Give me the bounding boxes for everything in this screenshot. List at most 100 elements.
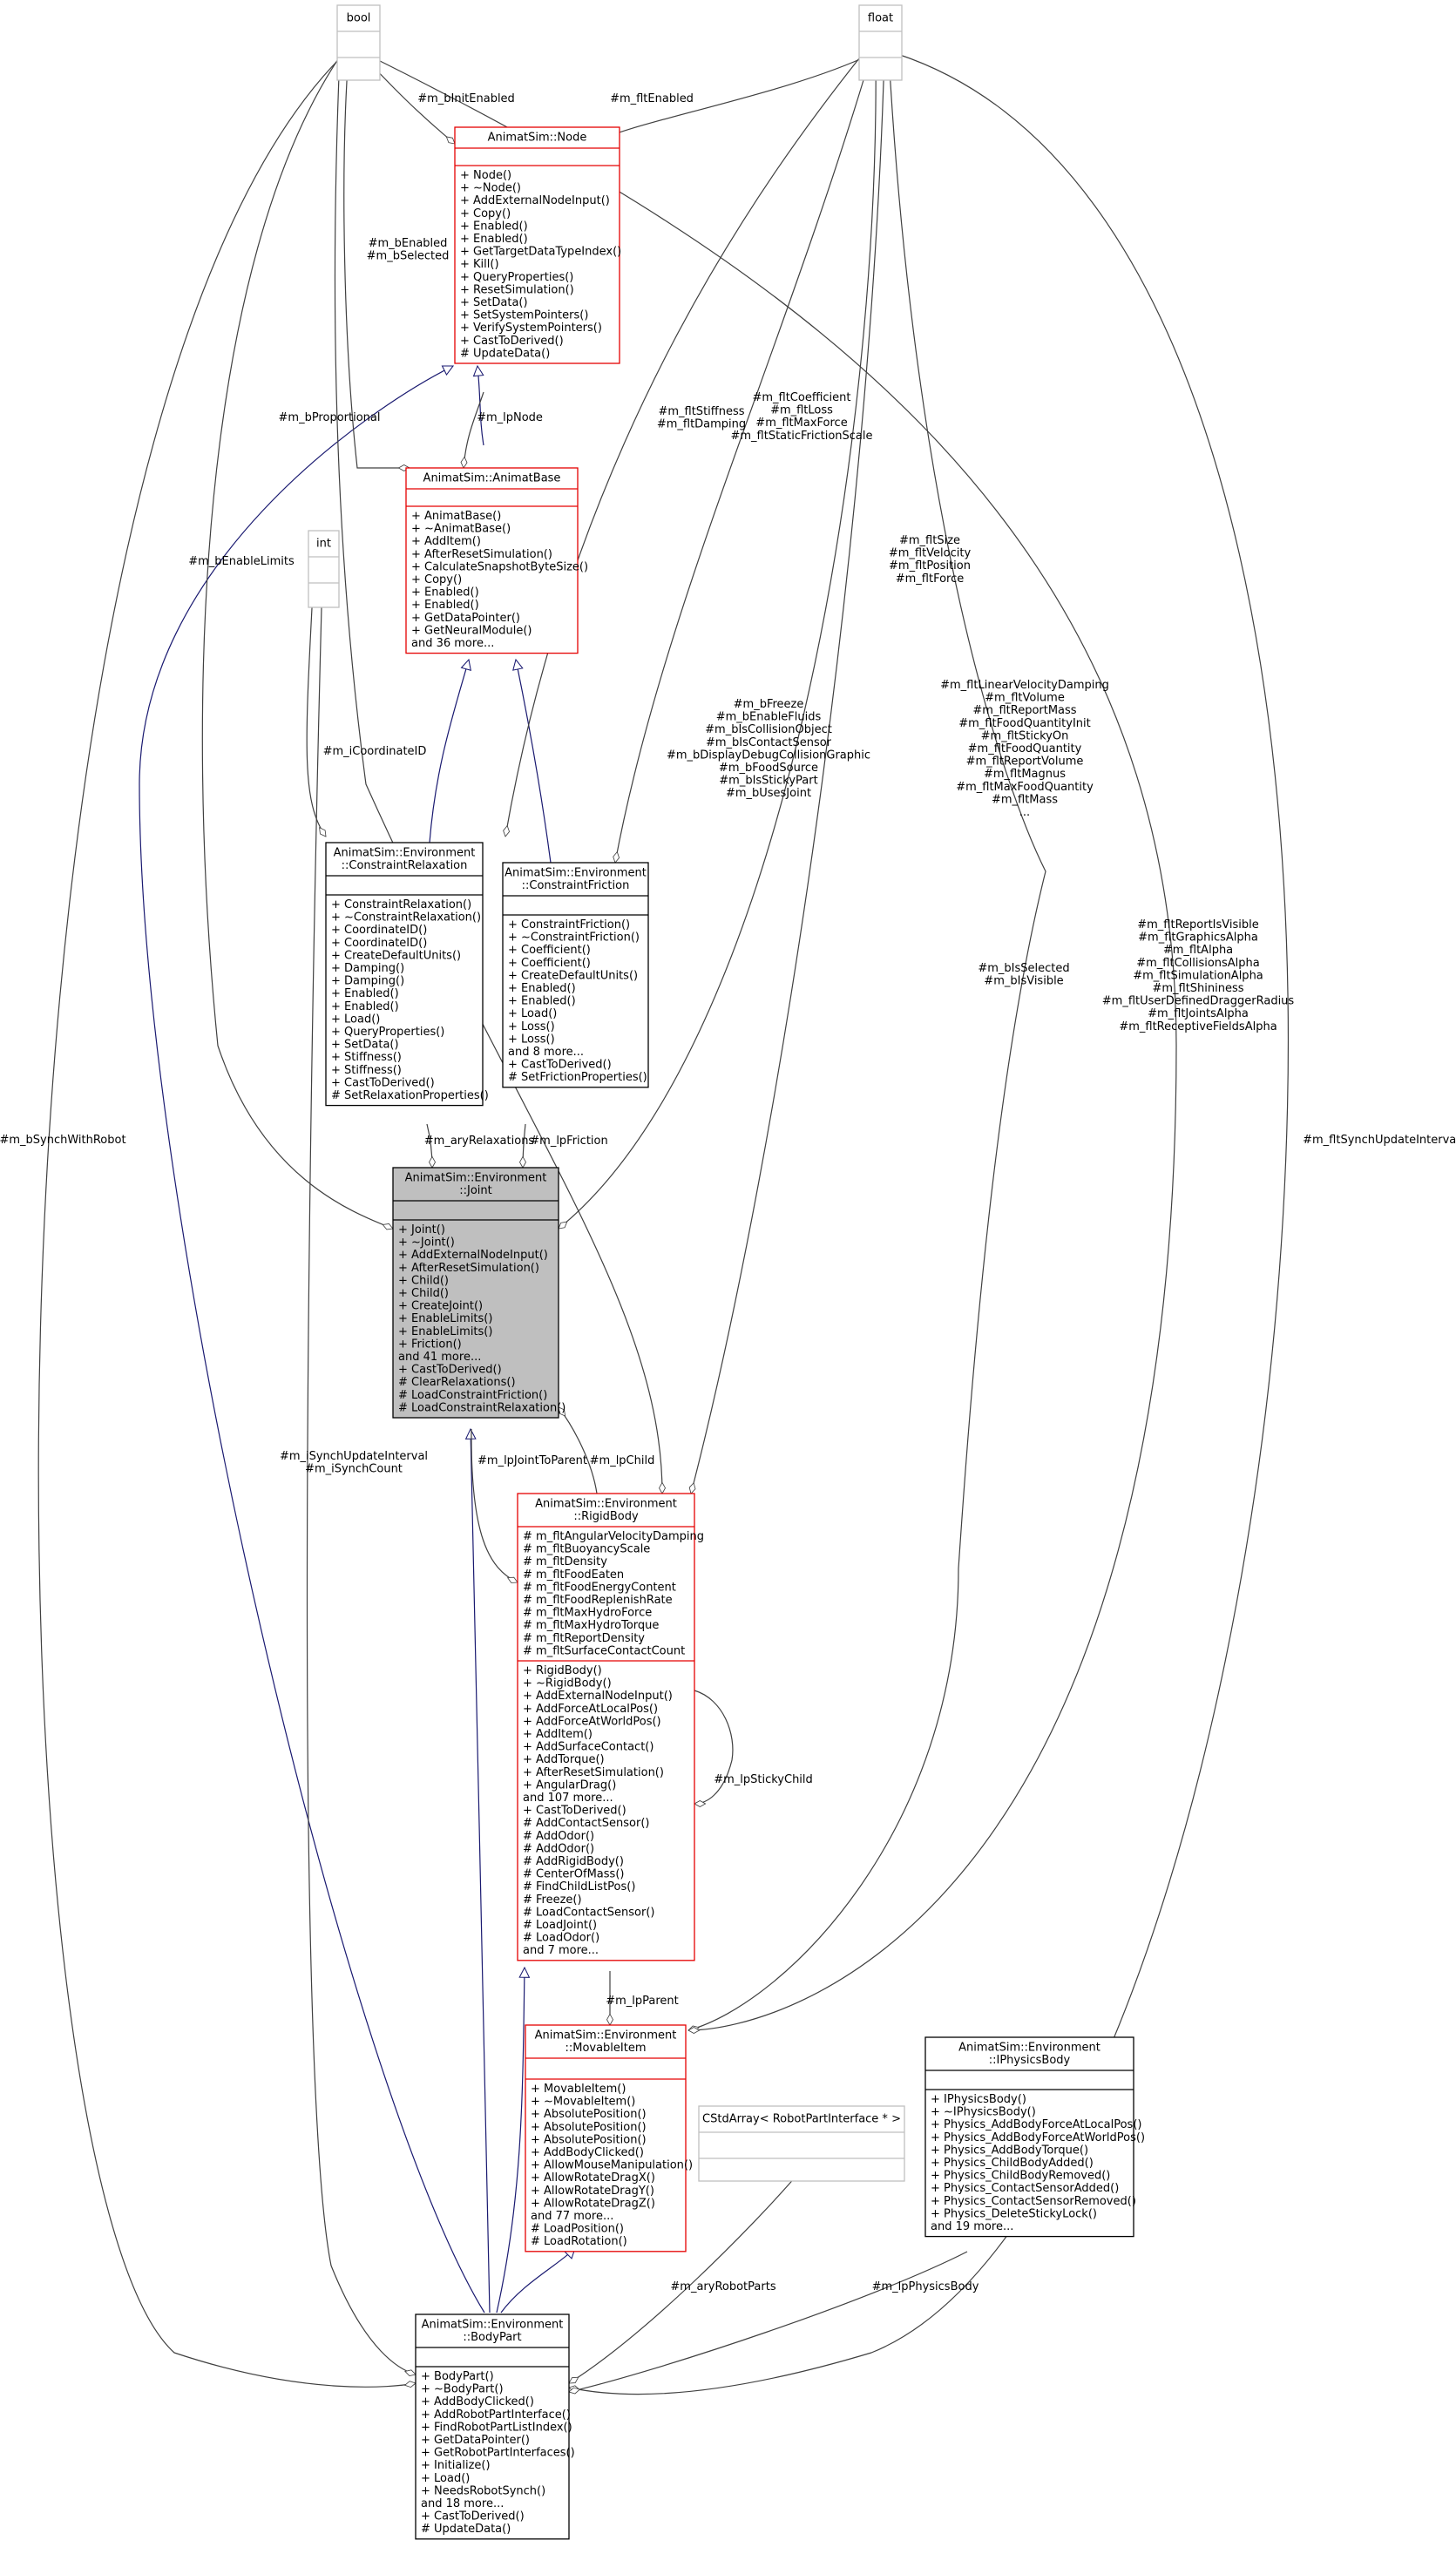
class-box xyxy=(392,1167,559,1419)
class-bool[interactable]: bool xyxy=(336,4,381,81)
class-member: + AbsolutePosition() xyxy=(531,2121,647,2134)
class-member: + Damping() xyxy=(331,975,404,988)
class-member: and 77 more... xyxy=(531,2210,613,2223)
class-member: # ClearRelaxations() xyxy=(398,1376,516,1389)
edge-label-line: #m_bFoodSource xyxy=(719,762,818,775)
class-member: + Kill() xyxy=(460,258,499,271)
class-member: + AddExternalNodeInput() xyxy=(398,1249,548,1262)
class-member: + CreateDefaultUnits() xyxy=(508,969,638,982)
class-constraintrelaxation[interactable]: AnimatSim::Environment::ConstraintRelaxa… xyxy=(325,842,489,1107)
class-member: + CastToDerived() xyxy=(421,2510,525,2524)
class-member: + AddRobotPartInterface() xyxy=(421,2408,571,2422)
class-member: and 107 more... xyxy=(523,1792,613,1805)
class-title: AnimatSim::Environment xyxy=(422,2318,564,2331)
edge-label-m-benabled: #m_bEnabled#m_bSelected xyxy=(367,237,450,263)
class-member: and 18 more... xyxy=(421,2497,504,2510)
edge-label-m-fltcoefficient: #m_fltCoefficient#m_fltLoss#m_fltMaxForc… xyxy=(730,391,872,443)
class-member: + ~BodyPart() xyxy=(421,2383,504,2396)
usage-edge xyxy=(569,2169,802,2384)
edge-label-line: #m_fltVelocity xyxy=(889,547,972,560)
edge-label-line: #m_fltSimulationAlpha xyxy=(1133,969,1263,982)
edge-label-line: #m_fltReceptiveFieldsAlpha xyxy=(1119,1020,1277,1033)
class-movableitem[interactable]: AnimatSim::Environment::MovableItem+ Mov… xyxy=(525,2024,693,2253)
edge-label-line: #m_fltStaticFrictionScale xyxy=(730,430,872,443)
class-member: + Enabled() xyxy=(411,586,479,600)
class-float[interactable]: float xyxy=(858,4,903,81)
class-title: AnimatSim::Node xyxy=(488,132,587,145)
class-animatbase[interactable]: AnimatSim::AnimatBase+ AnimatBase()+ ~An… xyxy=(405,467,588,654)
edge-label-line: #m_fltLinearVelocityDamping xyxy=(940,679,1109,692)
class-member: + GetDataPointer() xyxy=(411,612,520,625)
class-member: + Child() xyxy=(398,1274,449,1287)
class-member: + SetData() xyxy=(460,296,528,309)
class-node[interactable]: AnimatSim::Node+ Node()+ ~Node()+ AddExt… xyxy=(454,126,621,364)
class-member: + AddItem() xyxy=(411,535,481,548)
class-cstdarray[interactable]: CStdArray< RobotPartInterface * > xyxy=(698,2105,905,2182)
class-member: # LoadConstraintRelaxation() xyxy=(398,1401,565,1414)
class-member: + Physics_AddBodyTorque() xyxy=(931,2144,1088,2157)
edge-label-m-lpnode: #m_lpNode xyxy=(477,411,543,424)
class-iphysicsbody[interactable]: AnimatSim::Environment::IPhysicsBody+ IP… xyxy=(924,2036,1145,2238)
class-attribute: # m_fltDensity xyxy=(523,1555,607,1568)
class-title: AnimatSim::Environment xyxy=(405,1171,547,1184)
class-member: + Loss() xyxy=(508,1033,555,1046)
edge-label-line: #m_lpChild xyxy=(590,1454,655,1467)
class-attribute: # m_fltFoodReplenishRate xyxy=(523,1594,673,1607)
class-member: + AddBodyClicked() xyxy=(421,2395,534,2408)
class-member: + IPhysicsBody() xyxy=(931,2093,1026,2106)
edge-label-line: #m_fltFoodQuantity xyxy=(968,742,1082,755)
class-member: # LoadContactSensor() xyxy=(523,1906,655,1919)
class-member: + GetTargetDataTypeIndex() xyxy=(460,246,621,259)
class-member: # AddOdor() xyxy=(523,1842,594,1855)
class-member: + AllowRotateDragY() xyxy=(531,2185,654,2198)
class-member: + NeedsRobotSynch() xyxy=(421,2484,545,2497)
class-member: + CalculateSnapshotByteSize() xyxy=(411,560,588,573)
class-member: + Loss() xyxy=(508,1020,555,1033)
class-bodypart[interactable]: AnimatSim::Environment::BodyPart+ BodyPa… xyxy=(415,2314,575,2540)
class-title: ::BodyPart xyxy=(463,2331,521,2344)
class-member: + Enabled() xyxy=(460,233,528,246)
class-joint[interactable]: AnimatSim::Environment::Joint+ Joint()+ … xyxy=(392,1167,565,1419)
class-member: # LoadRotation() xyxy=(531,2235,627,2248)
edge-label-line: #m_bDisplayDebugCollisionGraphic xyxy=(667,749,870,762)
edge-label-line: #m_fltMagnus xyxy=(984,768,1066,781)
edges xyxy=(37,53,1289,2395)
class-int[interactable]: int xyxy=(308,530,340,608)
class-member: # Freeze() xyxy=(523,1893,582,1907)
edge-label-m-bfreeze: #m_bFreeze#m_bEnableFluids#m_bIsCollisio… xyxy=(667,698,870,800)
class-member: + CastToDerived() xyxy=(460,335,564,348)
edge-label-line: #m_bEnableLimits xyxy=(188,555,295,568)
edge-label-m-isynchupdateinterval: #m_iSynchUpdateInterval#m_iSynchCount xyxy=(280,1450,428,1476)
class-constraintfriction[interactable]: AnimatSim::Environment::ConstraintFricti… xyxy=(502,862,649,1088)
edge-label-m-lpparent: #m_lpParent xyxy=(606,1995,679,2008)
class-title: ::RigidBody xyxy=(573,1510,639,1523)
class-member: + Physics_DeleteStickyLock() xyxy=(931,2207,1097,2220)
class-member: + AddForceAtLocalPos() xyxy=(523,1703,658,1716)
class-title: ::MovableItem xyxy=(565,2042,646,2055)
class-rigidbody[interactable]: AnimatSim::Environment::RigidBody# m_flt… xyxy=(517,1493,704,1961)
class-member: + AngularDrag() xyxy=(523,1778,616,1792)
class-member: + Physics_AddBodyForceAtLocalPos() xyxy=(931,2118,1141,2131)
edge-label-line: #m_iCoordinateID xyxy=(323,745,427,758)
class-member: + Enabled() xyxy=(460,220,528,233)
usage-edge xyxy=(343,53,410,468)
inheritance-edge xyxy=(139,365,485,2314)
class-member: + GetRobotPartInterfaces() xyxy=(421,2447,575,2460)
edge-label-line: #m_bSelected xyxy=(367,250,450,263)
class-member: + ~MovableItem() xyxy=(531,2096,635,2109)
class-member: + ~Node() xyxy=(460,182,521,195)
class-member: + Stiffness() xyxy=(331,1051,402,1064)
usage-edge xyxy=(201,53,393,1229)
edge-label-line: #m_bIsVisible xyxy=(984,975,1063,988)
edge-label-line: #m_bSynchWithRobot xyxy=(0,1134,126,1147)
class-title: AnimatSim::Environment xyxy=(535,2029,677,2042)
edge-labels: #m_bInitEnabled#m_fltEnabled#m_bEnabled#… xyxy=(0,92,1456,2293)
edge-label-line: #m_fltCoefficient xyxy=(752,391,850,404)
class-title: CStdArray< RobotPartInterface * > xyxy=(702,2113,901,2126)
class-member: + AddItem() xyxy=(523,1728,593,1741)
class-member: + AfterResetSimulation() xyxy=(523,1766,664,1779)
edge-label-line: #m_lpStickyChild xyxy=(714,1773,813,1786)
class-member: + ~AnimatBase() xyxy=(411,523,511,536)
class-member: + AbsolutePosition() xyxy=(531,2133,647,2146)
class-member: + ~IPhysicsBody() xyxy=(931,2106,1036,2119)
